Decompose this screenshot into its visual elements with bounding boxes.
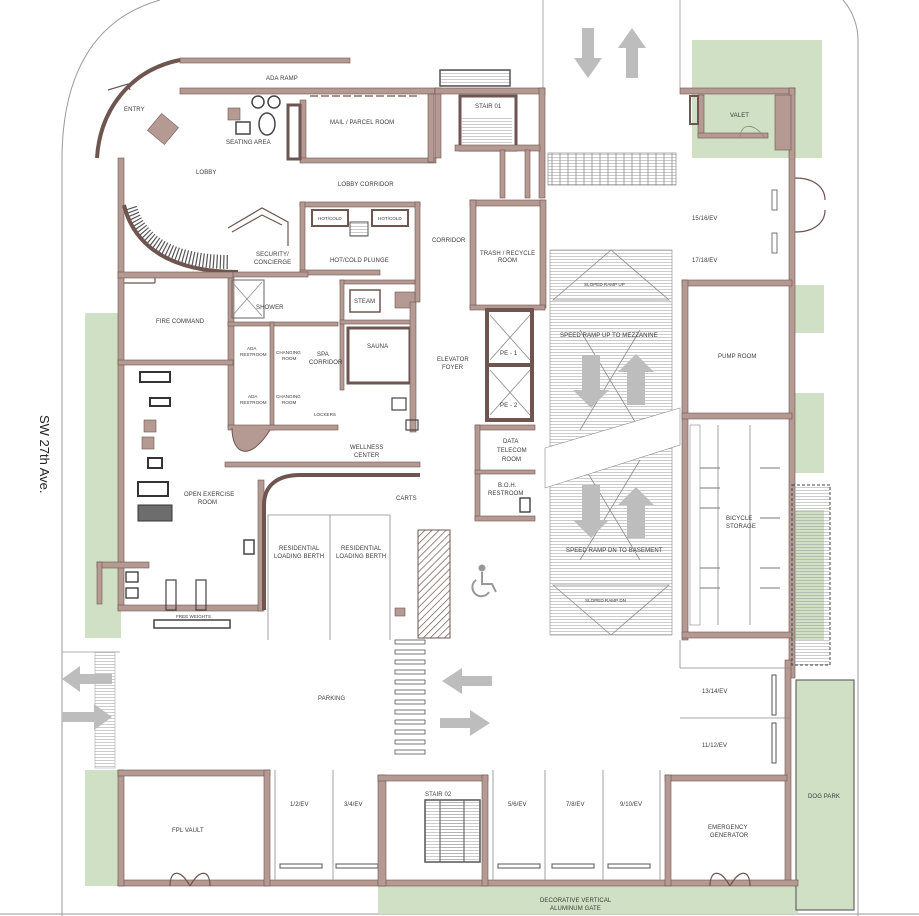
label-pe-1: PE - 1 (500, 351, 518, 357)
label-ev-17-18: 17/18/EV (692, 258, 718, 264)
label-stair-02: STAIR 02 (425, 792, 452, 798)
label-ev-5-6: 5/6/EV (508, 802, 527, 808)
label-open-ex-b: ROOM (198, 500, 217, 506)
label-gate-b: ALUMINUM GATE (550, 906, 601, 912)
label-pe-2: PE - 2 (500, 403, 518, 409)
label-lobby-corridor: LOBBY CORRIDOR (338, 182, 394, 188)
label-stair-01: STAIR 01 (475, 104, 502, 110)
label-changing-1a: CHANGING (276, 350, 301, 355)
label-free-weights: FREE WEIGHTS (176, 614, 211, 619)
label-ev-15-16: 15/16/EV (692, 216, 718, 222)
label-changing-1b: ROOM (282, 356, 296, 361)
label-dog-park: DOG PARK (808, 794, 840, 800)
label-ev-3-4: 3/4/EV (344, 802, 363, 808)
label-parking: PARKING (318, 696, 345, 702)
label-steam: STEAM (354, 299, 375, 305)
label-pump-room: PUMP ROOM (718, 354, 756, 360)
label-wellness-a: WELLNESS (350, 445, 383, 451)
fitness-block (96, 271, 420, 629)
label-hotcold-left: HOT/COLD (318, 216, 342, 221)
ramps (544, 152, 681, 636)
label-emergency-a: EMERGENCY (708, 825, 748, 831)
label-ada-ramp: ADA RAMP (266, 76, 298, 82)
label-data-b: TELECOM (497, 448, 527, 454)
label-ev-7-8: 7/8/EV (566, 802, 585, 808)
label-lobby: LOBBY (196, 170, 217, 176)
dog-park (795, 679, 855, 911)
label-ada-restroom-1b: RESTROOM (240, 352, 267, 357)
label-emergency-b: GENERATOR (710, 833, 749, 839)
label-shower: SHOWER (256, 305, 284, 311)
label-corridor: CORRIDOR (432, 238, 466, 244)
label-data-c: ROOM (502, 457, 521, 463)
stair-01 (439, 69, 541, 199)
label-res-berth-1a: RESIDENTIAL (279, 546, 320, 552)
label-ev-9-10: 9/10/EV (620, 802, 642, 808)
traffic-arrow-icon (573, 354, 654, 538)
label-changing-2a: CHANGING (276, 394, 301, 399)
landscape-areas (85, 40, 855, 914)
label-boh-b: RESTROOM (488, 491, 523, 497)
label-security-1: SECURITY/ (256, 252, 289, 258)
label-ev-13-14: 13/14/EV (702, 689, 728, 695)
label-valet: VALET (730, 113, 749, 119)
label-open-ex-a: OPEN EXERCISE (184, 492, 234, 498)
label-mail: MAIL / PARCEL ROOM (330, 120, 394, 126)
room-labels: SW 27th Ave. ADA RAMP ENTRY SEATING AREA… (37, 76, 840, 912)
label-security-2: CONCIERGE (254, 260, 291, 266)
label-gate-a: DECORATIVE VERTICAL (540, 898, 612, 904)
label-lockers: LOCKERS (314, 412, 336, 417)
label-res-berth-2b: LOADING BERTH (336, 554, 386, 560)
valet-block (689, 94, 826, 254)
label-hotcold-plunge: HOT/COLD PLUNGE (330, 258, 389, 264)
label-speed-ramp-up: SPEED RAMP UP TO MEZZANINE (560, 333, 658, 339)
traffic-arrow-icon (62, 28, 646, 736)
label-bicycle-a: BICYCLE (726, 516, 752, 522)
elevator-core (469, 199, 547, 522)
label-hotcold-right: HOT/COLD (378, 216, 402, 221)
label-sauna: SAUNA (367, 344, 388, 350)
label-ada-restroom-2b: RESTROOM (240, 400, 267, 405)
label-changing-2b: ROOM (282, 400, 296, 405)
label-fpl-vault: FPL VAULT (172, 828, 204, 834)
label-entry: ENTRY (124, 107, 145, 113)
label-ada-restroom-2a: ADA (248, 394, 258, 399)
label-carts: CARTS (396, 496, 417, 502)
south-block (117, 769, 788, 887)
label-elevator-foyer-a: ELEVATOR (437, 357, 469, 363)
label-spa-corridor-b: CORRIDOR (309, 360, 343, 366)
label-spa-corridor-a: SPA (317, 352, 329, 358)
label-bicycle-b: STORAGE (726, 524, 756, 530)
label-res-berth-1b: LOADING BERTH (274, 554, 324, 560)
label-ev-1-2: 1/2/EV (290, 802, 309, 808)
spa-block (224, 201, 421, 468)
label-elevator-foyer-b: FOYER (442, 365, 464, 371)
label-wellness-b: CENTER (354, 453, 380, 459)
accessible-icon (471, 564, 497, 598)
label-boh-a: B.O.H. (498, 483, 517, 489)
label-ramp-dn-bottom: SLOPED RAMP DN (585, 598, 626, 603)
pump-bicycle-block (681, 279, 831, 666)
label-seating-area: SEATING AREA (226, 140, 271, 146)
label-data-a: DATA (503, 439, 519, 445)
label-speed-ramp-down: SPEED RAMP DN TO BASEMENT (566, 548, 663, 554)
label-trash-1: TRASH / RECYCLE (480, 251, 535, 257)
label-trash-2: ROOM (498, 258, 517, 264)
label-ev-11-12: 11/12/EV (702, 743, 727, 749)
label-res-berth-2a: RESIDENTIAL (341, 546, 382, 552)
street-label: SW 27th Ave. (37, 415, 52, 494)
label-ada-restroom-1a: ADA (247, 346, 257, 351)
lobby-block (107, 83, 437, 274)
parking-block (267, 514, 790, 880)
exterior-walls (95, 57, 799, 887)
label-fire-command: FIRE COMMAND (156, 319, 205, 325)
label-ramp-up-top: SLOPED RAMP UP (584, 282, 625, 287)
